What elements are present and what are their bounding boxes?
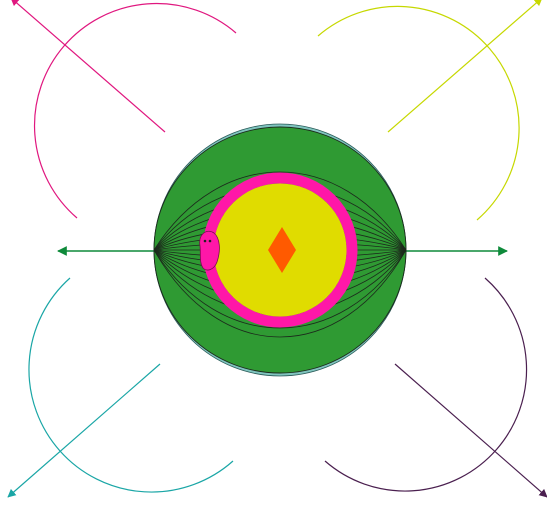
arrow-up-right-icon [388, 0, 542, 132]
serpent-eye [209, 240, 212, 243]
arrow-down-right-icon [395, 364, 547, 497]
serpent-eye [204, 240, 207, 243]
serpent-head [200, 231, 220, 270]
arrow-down-left-icon [8, 364, 160, 497]
arrow-up-left-icon [11, 0, 165, 132]
